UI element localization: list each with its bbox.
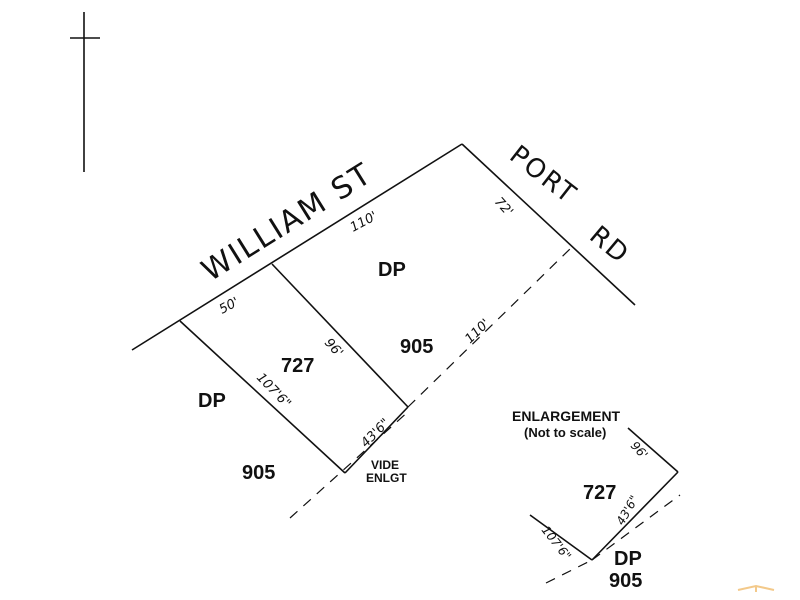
street-rd: RD (584, 220, 636, 270)
lot-905-left: 905 (242, 462, 275, 484)
dp-905-rear-dashed (407, 245, 574, 408)
enlargement-dashed-lower (545, 559, 593, 584)
dim-72: 72' (491, 195, 516, 220)
enlargement-left-boundary (529, 514, 593, 561)
enlargement-905: 905 (609, 570, 642, 592)
enlargement-dashed-upper (591, 494, 681, 561)
enlargement-dim-96: 96' (628, 439, 651, 462)
dim-96: 96' (321, 336, 346, 361)
enlargement-dp: DP (614, 548, 642, 570)
watermark-logo-icon (737, 584, 775, 592)
enlargement-rear-boundary (591, 471, 679, 561)
enlargement-lot-727: 727 (583, 482, 616, 504)
enlargement-dim-43-6: 43'6" (613, 493, 641, 527)
lot-727: 727 (281, 355, 314, 377)
north-arrow-icon (70, 12, 100, 172)
william-st-boundary (131, 143, 463, 351)
lot-dp-left: DP (198, 390, 226, 412)
port-rd-boundary (461, 143, 636, 306)
lower-dashed-extension (289, 409, 411, 519)
dim-43-6: 43'6" (358, 416, 393, 451)
note-enlgt: ENLGT (366, 471, 407, 485)
lot-dp-top: DP (378, 259, 406, 281)
enlargement-title: ENLARGEMENT (512, 408, 621, 424)
lot-727-left-boundary (179, 320, 346, 474)
enlargement-right-boundary (627, 427, 679, 473)
enlargement-inset: ENLARGEMENT (Not to scale) 96' 727 43'6"… (512, 408, 681, 592)
dim-110-right: 110' (462, 316, 493, 347)
lot-905-top: 905 (400, 336, 433, 358)
street-port: PORT (504, 140, 583, 211)
dim-50: 50' (217, 295, 242, 318)
enlargement-subtitle: (Not to scale) (524, 425, 606, 440)
lot-727-right-boundary (271, 263, 409, 408)
note-vide: VIDE (371, 458, 399, 472)
